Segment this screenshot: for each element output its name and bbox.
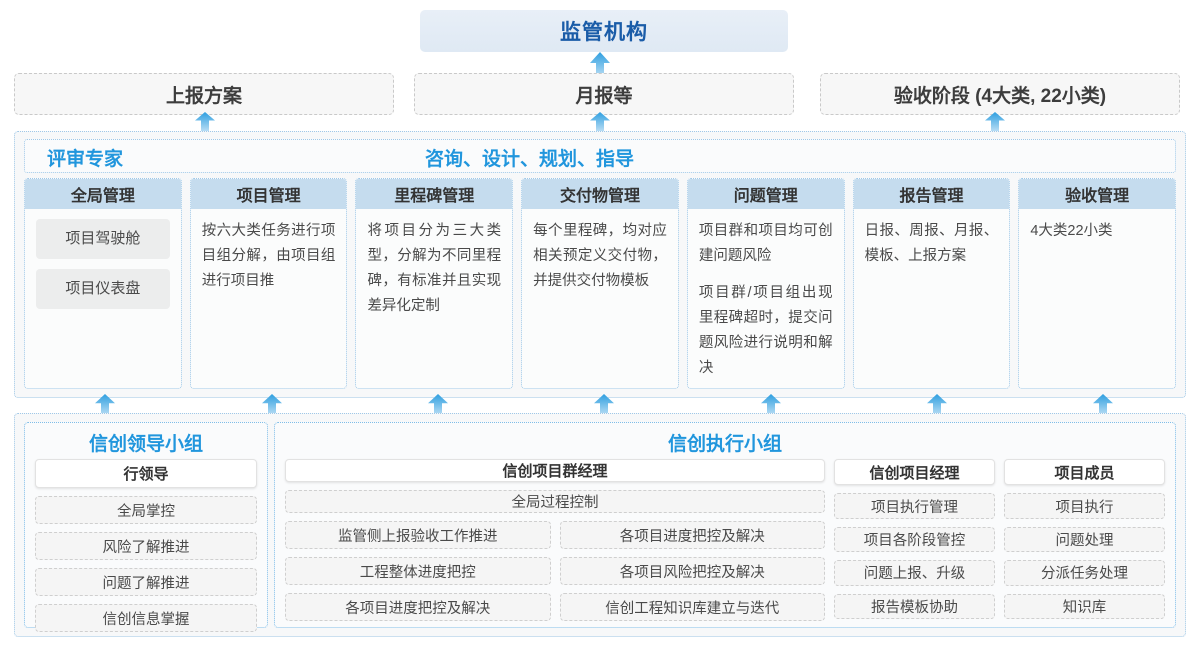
- list-item[interactable]: 工程整体进度把控: [285, 557, 551, 585]
- platform-panel: 评审专家 咨询、设计、规划、指导 全局管理 项目驾驶舱 项目仪表盘 项目管理 按…: [14, 131, 1186, 398]
- platform-column-acceptance[interactable]: 验收管理 4大类22小类: [1018, 178, 1177, 389]
- teams-panel: 信创领导小组 行领导 全局掌控 风险了解推进 问题了解推进 信创信息掌握 信创执…: [14, 413, 1186, 637]
- platform-column-title: 问题管理: [687, 179, 844, 209]
- chip-item[interactable]: 项目仪表盘: [36, 268, 170, 309]
- platform-column-body: 日报、周报、月报、模板、上报方案: [854, 209, 1010, 388]
- team-column-program-manager: 信创项目群经理 全局过程控制 监管侧上报验收工作推进 工程整体进度把控 各项目进…: [285, 459, 825, 621]
- platform-column-paragraph: 每个里程碑，均对应相关预定义交付物，并提供交付物模板: [533, 223, 667, 289]
- role-label-review-expert: 评审专家: [47, 149, 124, 170]
- team-column-project-manager: 信创项目经理 项目执行管理 项目各阶段管控 问题上报、升级 报告模板协助: [834, 459, 995, 620]
- platform-column-paragraph: 日报、周报、月报、模板、上报方案: [864, 223, 999, 264]
- regulator-label: 监管机构: [560, 21, 648, 44]
- platform-column-title: 全局管理: [25, 179, 181, 209]
- platform-column-paragraph: 按六大类任务进行项目组分解，由项目组进行项目推: [201, 223, 336, 289]
- list-item[interactable]: 项目各阶段管控: [834, 526, 995, 553]
- platform-column-title: 里程碑管理: [356, 179, 513, 209]
- arrow-up-to-acceptance: [985, 112, 1005, 132]
- team-column-member: 项目成员 项目执行 问题处理 分派任务处理 知识库: [1004, 459, 1165, 620]
- list-item[interactable]: 问题上报、升级: [834, 560, 995, 586]
- platform-column-paragraph: 项目群/项目组出现里程碑超时，提交问题风险进行说明和解决: [698, 284, 833, 376]
- program-manager-left-column: 监管侧上报验收工作推进 工程整体进度把控 各项目进度把控及解决: [285, 521, 551, 621]
- platform-column-body: 每个里程碑，均对应相关预定义交付物，并提供交付物模板: [522, 209, 678, 388]
- list-item[interactable]: 报告模板协助: [834, 593, 995, 620]
- report-box-acceptance: 验收阶段 (4大类, 22小类): [820, 73, 1180, 115]
- arrow-up-to-plan: [195, 112, 215, 132]
- arrow-up-to-monthly: [590, 112, 610, 132]
- program-manager-right-column: 各项目进度把控及解决 各项目风险把控及解决 信创工程知识库建立与迭代: [559, 521, 825, 621]
- platform-column-paragraph: 4大类22小类: [1030, 223, 1113, 239]
- team-executing-columns: 信创项目群经理 全局过程控制 监管侧上报验收工作推进 工程整体进度把控 各项目进…: [285, 459, 1165, 621]
- list-item[interactable]: 问题处理: [1004, 526, 1165, 553]
- platform-column-issue[interactable]: 问题管理 项目群和项目均可创建问题风险 项目群/项目组出现里程碑超时，提交问题风…: [686, 178, 845, 389]
- list-item[interactable]: 项目执行管理: [834, 493, 995, 519]
- platform-column-body: 项目驾驶舱 项目仪表盘: [25, 209, 181, 388]
- regulator-box: 监管机构: [420, 10, 788, 52]
- platform-role-bar: 评审专家 咨询、设计、规划、指导: [24, 139, 1176, 173]
- platform-column-paragraph: 将项目分为三大类型，分解为不同里程碑，有标准并且实现差异化定制: [367, 223, 502, 314]
- list-item[interactable]: 分派任务处理: [1004, 560, 1165, 586]
- team-group-executing: 信创执行小组 信创项目群经理 全局过程控制 监管侧上报验收工作推进 工程整体进度…: [274, 422, 1176, 628]
- report-box-monthly: 月报等: [414, 73, 794, 115]
- report-box-plan: 上报方案: [14, 73, 394, 115]
- role-header-program-manager[interactable]: 信创项目群经理: [285, 459, 825, 482]
- platform-columns: 全局管理 项目驾驶舱 项目仪表盘 项目管理 按六大类任务进行项目组分解，由项目组…: [24, 178, 1177, 389]
- platform-column-body: 4大类22小类: [1019, 209, 1175, 388]
- list-item[interactable]: 全局掌控: [35, 496, 257, 524]
- role-header-bank-leader[interactable]: 行领导: [35, 459, 257, 488]
- list-item[interactable]: 风险了解推进: [35, 532, 257, 560]
- role-header-project-member[interactable]: 项目成员: [1004, 459, 1165, 486]
- team-leading-items: 行领导 全局掌控 风险了解推进 问题了解推进 信创信息掌握: [35, 459, 257, 632]
- platform-column-title: 项目管理: [190, 179, 347, 209]
- team-group-leading: 信创领导小组 行领导 全局掌控 风险了解推进 问题了解推进 信创信息掌握: [24, 422, 268, 632]
- report-box-plan-label: 上报方案: [165, 85, 242, 107]
- report-box-acceptance-label: 验收阶段 (4大类, 22小类): [893, 85, 1107, 107]
- platform-column-title: 报告管理: [853, 179, 1010, 209]
- program-manager-grid: 监管侧上报验收工作推进 工程整体进度把控 各项目进度把控及解决 各项目进度把控及…: [285, 521, 825, 621]
- chip-item[interactable]: 项目驾驶舱: [36, 219, 170, 259]
- platform-column-title: 验收管理: [1019, 179, 1176, 209]
- role-header-project-manager[interactable]: 信创项目经理: [834, 459, 995, 486]
- team-group-leading-title: 信创领导小组: [88, 434, 203, 455]
- list-item[interactable]: 信创工程知识库建立与迭代: [559, 593, 825, 621]
- platform-column-title: 交付物管理: [522, 179, 678, 209]
- list-item[interactable]: 信创信息掌握: [35, 604, 257, 632]
- platform-column-project[interactable]: 项目管理 按六大类任务进行项目组分解，由项目组进行项目推: [189, 178, 348, 389]
- list-item[interactable]: 各项目风险把控及解决: [559, 557, 825, 585]
- platform-column-paragraph: 项目群和项目均可创建问题风险: [698, 223, 833, 264]
- platform-column-global[interactable]: 全局管理 项目驾驶舱 项目仪表盘: [24, 178, 182, 389]
- list-item[interactable]: 各项目进度把控及解决: [559, 521, 825, 549]
- list-item[interactable]: 项目执行: [1004, 493, 1165, 519]
- platform-column-body: 项目群和项目均可创建问题风险 项目群/项目组出现里程碑超时，提交问题风险进行说明…: [688, 209, 844, 388]
- platform-column-deliverable[interactable]: 交付物管理 每个里程碑，均对应相关预定义交付物，并提供交付物模板: [521, 178, 679, 389]
- platform-column-report[interactable]: 报告管理 日报、周报、月报、模板、上报方案: [852, 178, 1011, 389]
- platform-column-milestone[interactable]: 里程碑管理 将项目分为三大类型，分解为不同里程碑，有标准并且实现差异化定制: [355, 178, 514, 389]
- report-box-monthly-label: 月报等: [575, 85, 633, 107]
- list-item[interactable]: 全局过程控制: [285, 490, 825, 513]
- list-item[interactable]: 各项目进度把控及解决: [285, 593, 551, 621]
- role-label-consulting: 咨询、设计、规划、指导: [425, 149, 635, 170]
- team-group-executing-title: 信创执行小组: [667, 434, 782, 455]
- platform-column-body: 按六大类任务进行项目组分解，由项目组进行项目推: [191, 209, 347, 388]
- list-item[interactable]: 知识库: [1004, 593, 1165, 620]
- list-item[interactable]: 问题了解推进: [35, 568, 257, 596]
- platform-column-body: 将项目分为三大类型，分解为不同里程碑，有标准并且实现差异化定制: [356, 209, 512, 388]
- list-item[interactable]: 监管侧上报验收工作推进: [285, 521, 551, 549]
